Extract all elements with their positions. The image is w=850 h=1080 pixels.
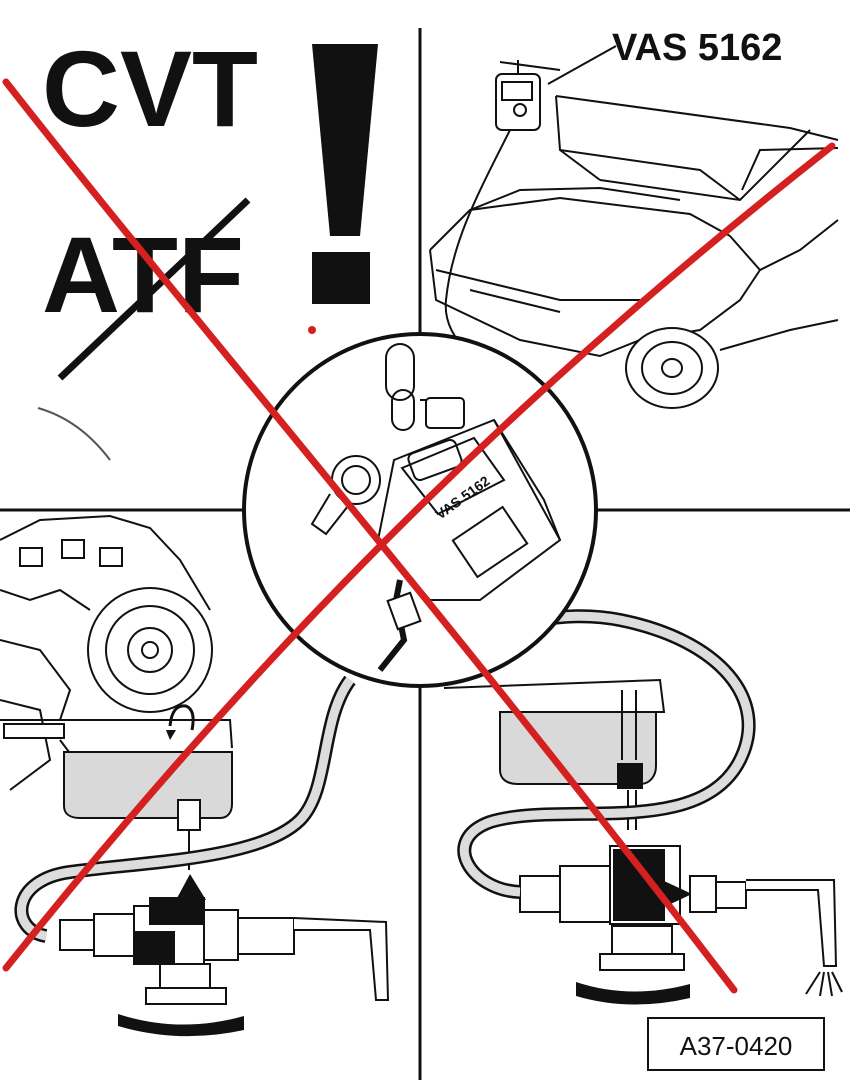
fill-panel-left: [0, 514, 390, 1037]
hose-right-inner: [459, 611, 754, 897]
warning-panel: CVT ATF: [37, 28, 378, 461]
spray-icon: [805, 971, 843, 997]
cross-stroke-1: [2, 78, 738, 994]
tool-device-icon: [495, 60, 561, 131]
fill-panel-right: [443, 609, 843, 1005]
tool-label: VAS 5162: [612, 27, 782, 69]
valve-left: [59, 897, 390, 1005]
figure-code-box: A37-0420: [647, 1017, 825, 1071]
hose-left-inner: [17, 677, 354, 941]
return-arrow-icon: [168, 704, 195, 731]
valve-right: [519, 845, 838, 971]
cross-stroke-2: [2, 142, 836, 972]
car-panel: VAS 5162: [429, 27, 839, 409]
atf-strike-line: [57, 197, 251, 381]
figure-code: A37-0420: [680, 1031, 793, 1061]
quadrant-dividers: [0, 28, 850, 1080]
rotate-arrow-left-icon: [118, 1014, 244, 1037]
can-cap-icon: [310, 455, 381, 536]
engine-icon: [0, 514, 213, 791]
can-outlet-fitting: [386, 591, 422, 631]
drain-fitting-right: [617, 763, 643, 789]
figure-code-frame: [647, 1017, 825, 1071]
cvt-heading: CVT: [42, 28, 258, 149]
rotate-arrow-right-icon: [576, 982, 690, 1005]
car-icon: [429, 95, 839, 409]
exclamation-icon: [312, 44, 378, 304]
motion-arc: [37, 407, 111, 461]
prohibition-cross: [2, 78, 836, 994]
tool-leader-line: [547, 45, 617, 85]
red-dot: [308, 326, 316, 334]
drain-fitting-left: [177, 799, 201, 831]
